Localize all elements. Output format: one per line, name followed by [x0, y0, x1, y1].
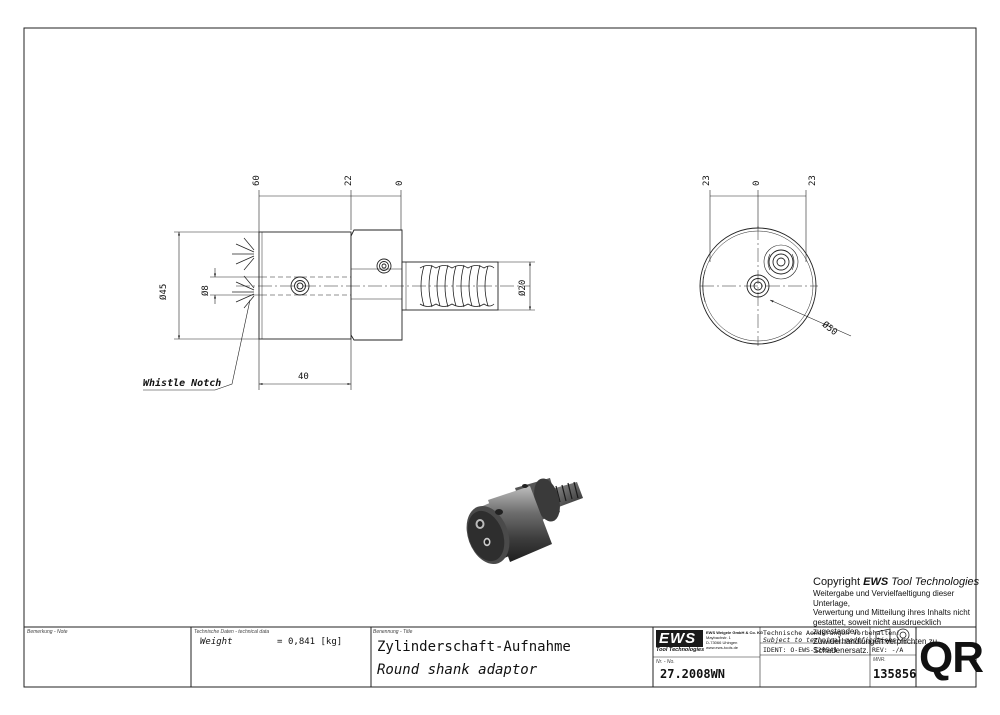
- note-label: Bemerkung - Note: [27, 629, 68, 635]
- title-german: Zylinderschaft-Aufnahme: [377, 639, 571, 655]
- side-view: [699, 226, 818, 346]
- rev-value: REV: -/A: [872, 646, 904, 654]
- dim-60: 60: [252, 175, 262, 186]
- company-address: EWS Weigele GmbH & Co. KG Maybachstr. 1 …: [706, 630, 763, 650]
- company-line: EWS Weigele GmbH & Co. KG: [706, 630, 764, 635]
- dim-22: 22: [344, 175, 354, 186]
- dim-dia20: Ø20: [518, 279, 528, 296]
- dim-40: 40: [298, 372, 309, 382]
- techdata-label: Technische Daten - technical data: [194, 629, 270, 635]
- dim-side-0: 0: [752, 180, 762, 186]
- copyright-prefix: Copyright: [813, 576, 861, 588]
- sheet-border: [23, 27, 977, 688]
- ews-logo-icon: [656, 630, 703, 647]
- ews-logo-sub: Tool Technologies: [656, 647, 705, 653]
- title-label: Benennung - Title: [373, 629, 413, 635]
- change-note-de: Technische Aenderungen vorbehalten!: [763, 629, 900, 637]
- dim-23-right: 23: [808, 175, 818, 186]
- projection-symbol-icon: [875, 628, 910, 642]
- company-line: Maybachstr. 1: [706, 635, 731, 640]
- qr-label: QR: [919, 633, 984, 682]
- title-block-grid: [24, 626, 976, 688]
- company-line: D-73066 Uhingen: [706, 640, 738, 645]
- copyright-brand: EWS: [863, 576, 889, 588]
- nr-value: 27.2008WN: [660, 667, 726, 681]
- front-view: [232, 229, 530, 341]
- copyright-line: Verwertung und Mitteilung ihres Inhalts …: [813, 608, 970, 617]
- copyright-suffix: Tool Technologies: [891, 576, 980, 588]
- title-english: Round shank adaptor: [377, 662, 538, 678]
- copyright-line: Zuwiderhandlungen verpflichten zu Schade…: [813, 636, 938, 656]
- copyright-title: Copyright EWS Tool Technologies: [813, 576, 979, 588]
- dim-0: 0: [395, 180, 405, 186]
- dim-dia8: Ø8: [201, 285, 211, 296]
- ident-value: IDENT: O-EWS-120541: [763, 646, 838, 654]
- side-dimensions: [709, 190, 852, 337]
- company-line: www.ews-tools.de: [706, 645, 739, 650]
- ews-logo-text: EWS: [659, 630, 697, 647]
- copyright-line: Weitergabe und Vervielfaeltigung dieser …: [813, 589, 955, 608]
- mnr-value: 135856: [873, 667, 917, 681]
- weight-label: Weight: [200, 637, 233, 647]
- front-dimensions: [143, 190, 535, 391]
- mnr-label: MNR.: [873, 657, 886, 663]
- isometric-render: [466, 478, 583, 565]
- whistle-notch-label: Whistle Notch: [143, 378, 222, 389]
- nr-label: Nr. - No.: [656, 659, 675, 665]
- dim-dia45: Ø45: [159, 283, 169, 300]
- change-note-en: Subject to technical modifications!: [763, 636, 900, 644]
- weight-eq: =: [277, 637, 283, 647]
- copyright-text: Weitergabe und Vervielfaeltigung dieser …: [813, 589, 983, 656]
- dim-23-left: 23: [702, 175, 712, 186]
- weight-value: 0,841 [kg]: [288, 637, 343, 647]
- copyright-line: gestattet, soweit nicht ausdruecklich zu…: [813, 617, 942, 637]
